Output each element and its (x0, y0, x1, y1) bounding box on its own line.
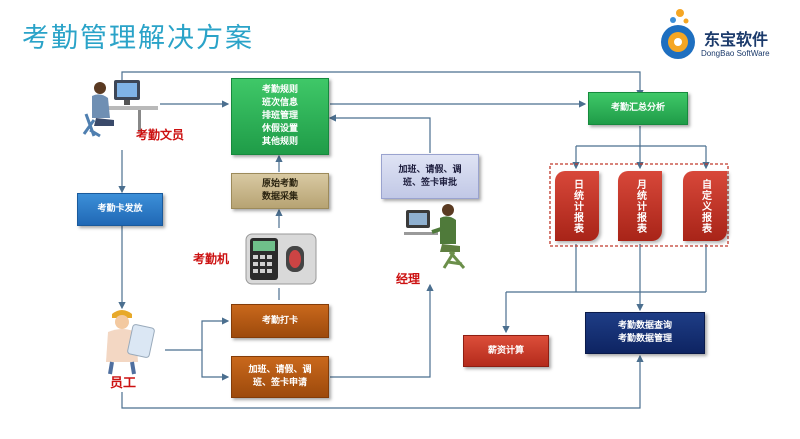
apply-box: 加班、请假、调 班、签卡申请 (231, 356, 329, 398)
employee-label: 员工 (110, 376, 137, 391)
clerk-label: 考勤文员 (136, 128, 185, 142)
rules-box: 考勤规则 班次信息 排班管理 休假设置 其他规则 (231, 78, 329, 155)
summary-box: 考勤汇总分析 (588, 92, 688, 125)
manager-figure-icon (404, 204, 466, 269)
raw-data-box: 原始考勤 数据采集 (231, 173, 329, 209)
custom-report: 自定义报表 (683, 171, 727, 241)
punch-box: 考勤打卡 (231, 304, 329, 338)
manager-label: 经理 (396, 272, 421, 286)
card-issue-box: 考勤卡发放 (77, 193, 163, 226)
page-title: 考勤管理解决方案 (22, 23, 254, 54)
salary-box: 薪资计算 (463, 335, 549, 367)
monthly-report: 月统计报表 (618, 171, 662, 241)
clerk-figure-icon (82, 80, 158, 138)
logo-name: 东宝软件 (704, 30, 769, 49)
dongbao-logo-icon (661, 9, 695, 59)
query-box: 考勤数据查询 考勤数据管理 (585, 312, 705, 354)
daily-report: 日统计报表 (555, 171, 599, 241)
attendance-machine-icon (245, 233, 317, 285)
employee-figure-icon (106, 310, 155, 375)
approve-box: 加班、请假、调 班、签卡审批 (381, 154, 479, 199)
machine-label: 考勤机 (193, 252, 230, 266)
logo-subtitle: DongBao SoftWare (701, 49, 770, 58)
